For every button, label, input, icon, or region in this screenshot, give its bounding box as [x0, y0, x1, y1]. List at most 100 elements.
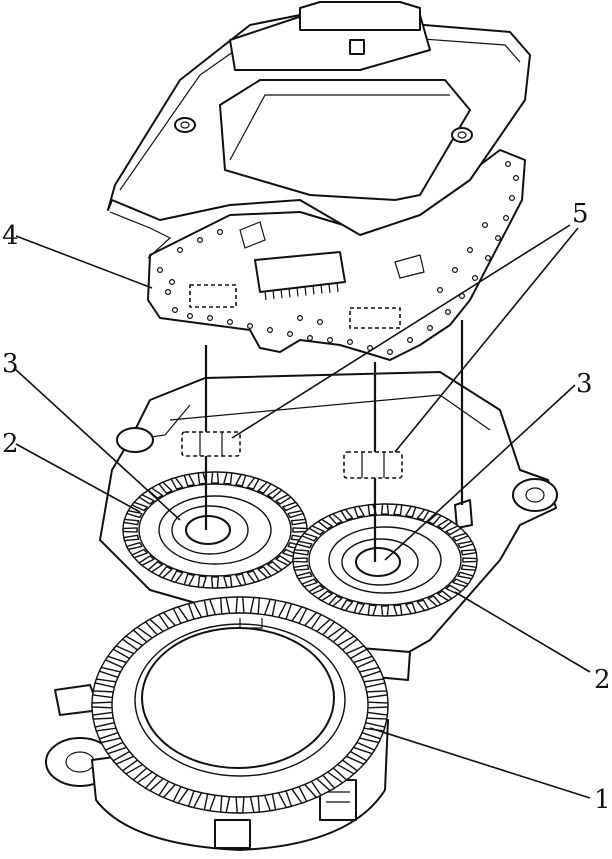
chip-pin: [320, 284, 323, 294]
board-via: [512, 175, 519, 182]
gear-tooth: [123, 534, 140, 542]
board-via: [172, 307, 179, 314]
right-shaft-magnet: [355, 547, 401, 577]
board-via: [427, 325, 434, 332]
gear-tooth: [296, 540, 313, 549]
callout-5: 5: [572, 199, 589, 229]
gear-tooth: [353, 505, 365, 518]
board-via: [347, 339, 354, 346]
gear-tooth: [290, 518, 307, 526]
gear-tooth: [293, 549, 310, 556]
gear-tooth: [367, 701, 389, 709]
gear-tooth: [210, 576, 220, 589]
board-via: [217, 229, 224, 236]
gear-tooth: [126, 509, 143, 519]
chip-pin: [328, 283, 331, 293]
gear-tooth: [131, 548, 148, 559]
chip-pin: [312, 285, 315, 295]
gear-tooth: [437, 590, 453, 602]
gear-tooth: [170, 476, 184, 490]
main-ring-gear: [45, 596, 411, 851]
gear-tooth: [340, 508, 354, 521]
board-via: [307, 335, 314, 342]
gear-tooth: [328, 595, 343, 607]
gear-tooth: [293, 564, 310, 571]
gear-tooth: [380, 503, 390, 515]
gear-tooth: [328, 513, 343, 525]
board-via: [472, 275, 479, 282]
gear-tooth: [416, 599, 430, 612]
gear-tooth: [301, 578, 318, 588]
left-gear-assembly: [122, 471, 308, 589]
board-via: [297, 315, 304, 322]
callout-3-right: 3: [576, 369, 593, 399]
chip-pin: [288, 288, 291, 298]
board-via: [187, 313, 194, 320]
gear-tooth: [445, 525, 462, 536]
gear-tooth: [257, 481, 272, 494]
gear-tooth: [282, 501, 299, 512]
board-via: [482, 222, 489, 229]
gear-tooth: [340, 599, 354, 612]
board-via: [387, 349, 394, 356]
board-via: [177, 247, 184, 254]
leader-3-left: [13, 367, 181, 521]
board-via: [467, 247, 474, 254]
gear-tooth: [367, 604, 377, 617]
gear-tooth: [267, 561, 283, 573]
left-shaft-magnet: [185, 515, 231, 545]
board-via: [505, 161, 512, 168]
board-via: [157, 267, 164, 274]
gear-tooth: [91, 701, 113, 709]
board-via: [509, 195, 516, 202]
leader-3-right: [384, 384, 576, 561]
board-via: [287, 331, 294, 338]
chip-pin: [280, 289, 283, 299]
gear-tooth: [126, 541, 143, 551]
gear-tooth: [427, 595, 442, 607]
cover-module: [219, 79, 471, 201]
gear-tooth: [170, 570, 184, 584]
board-via: [452, 267, 459, 274]
gear-tooth: [122, 527, 138, 533]
top-cover: [107, 1, 531, 259]
callout-2-right: 2: [594, 665, 611, 695]
gear-tooth: [460, 549, 477, 556]
gear-tooth: [183, 573, 195, 587]
gear-tooth: [457, 540, 474, 549]
board-via: [165, 289, 172, 296]
cover-screw-hole-left: [174, 117, 196, 133]
leader-lines: [13, 224, 591, 799]
gear-tooth: [452, 532, 469, 542]
board-via: [169, 279, 176, 286]
cover-screw-hole-right: [451, 127, 473, 143]
gear-tooth: [197, 471, 207, 485]
gear-tooth: [462, 557, 478, 563]
leader-4: [15, 235, 153, 289]
gear-tooth: [317, 518, 333, 530]
gear-tooth: [317, 590, 333, 602]
gear-tooth: [183, 473, 195, 487]
gear-tooth: [235, 573, 247, 587]
gear-tooth: [457, 571, 474, 580]
gear-tooth: [287, 509, 304, 519]
chip-pin: [304, 286, 307, 296]
gear-tooth: [197, 575, 207, 589]
gear-tooth: [235, 473, 247, 487]
gear-tooth: [380, 605, 390, 617]
gear-tooth: [158, 566, 173, 579]
gear-tooth: [147, 561, 163, 573]
leader-2-left: [15, 443, 141, 513]
board-via: [247, 323, 254, 330]
leader-2-right: [454, 591, 591, 673]
gear-tooth: [308, 525, 325, 536]
gear-tooth: [427, 513, 442, 525]
board-via: [327, 337, 334, 344]
board-via: [495, 235, 502, 242]
board-via: [207, 315, 214, 322]
hall-sensor-right: [343, 451, 403, 479]
chip-pin: [272, 290, 275, 300]
gear-tooth: [275, 555, 292, 566]
callout-2-left: 2: [2, 429, 19, 459]
leader-1: [369, 727, 591, 799]
